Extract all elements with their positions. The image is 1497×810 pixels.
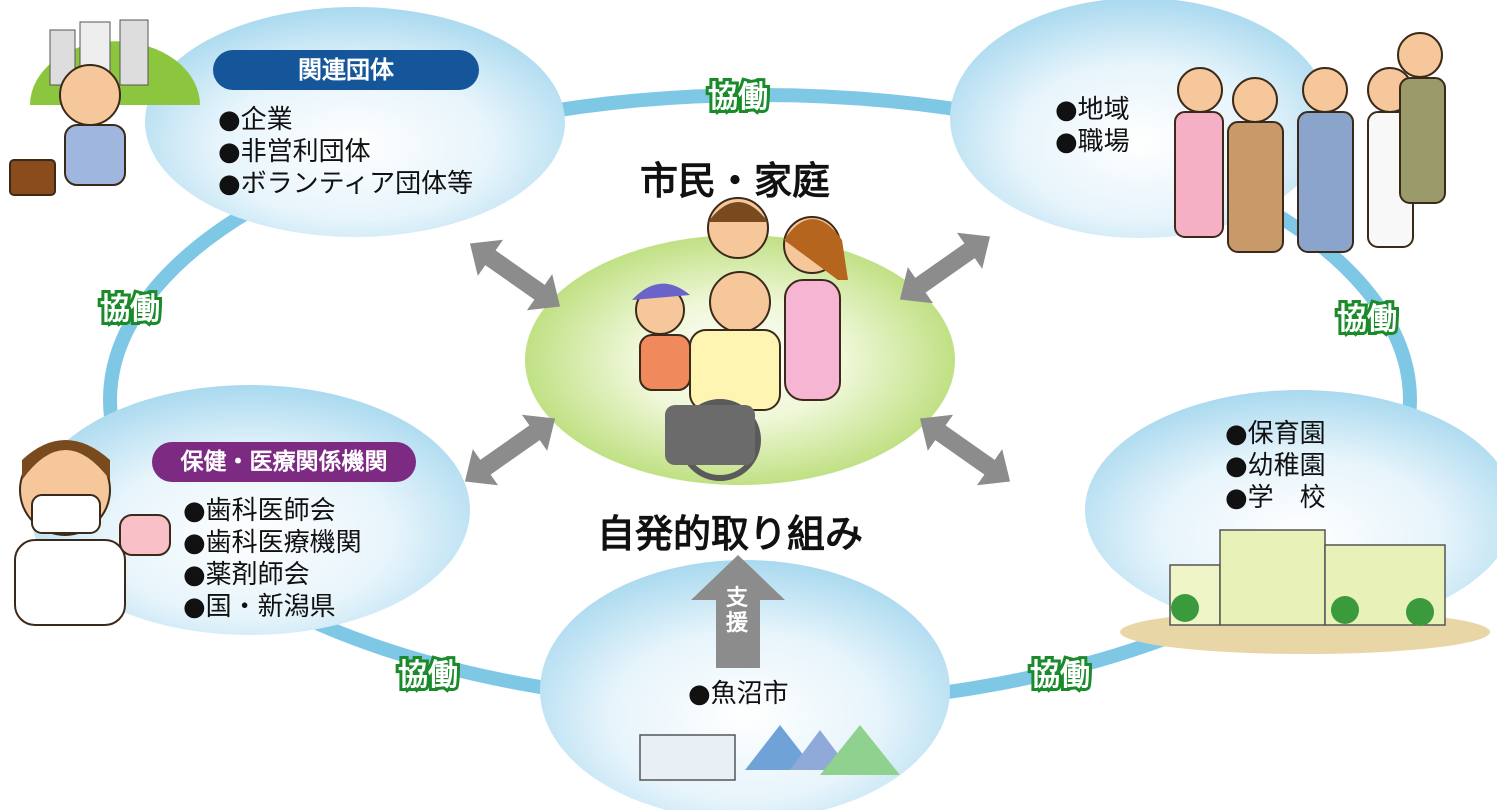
kyodo-label-bottom-left: 協働 xyxy=(395,655,461,696)
kyodo-label-bottom-right: 協働 xyxy=(1027,655,1093,696)
health-medical-label: 保健・医療関係機関 xyxy=(152,442,416,482)
support-arrow xyxy=(691,555,785,668)
list-item: ●歯科医師会 xyxy=(183,496,336,526)
list-item: ●非営利団体 xyxy=(218,137,371,167)
school-illustration xyxy=(1120,529,1490,654)
list-item: ●地域 xyxy=(1055,95,1130,125)
businessman-illustration xyxy=(9,19,200,196)
community-people-illustration xyxy=(1174,32,1446,253)
list-item: ●ボランティア団体等 xyxy=(218,169,474,199)
list-item: ●学 校 xyxy=(1225,483,1326,513)
kyodo-label-top: 協働 xyxy=(705,77,771,118)
center-title: 市民・家庭 xyxy=(640,159,831,203)
community-list: ●地域 ●職場 xyxy=(1055,94,1130,158)
support-label: 支援 xyxy=(725,586,748,636)
health-medical-list: ●歯科医師会 ●歯科医療機関 ●薬剤師会 ●国・新潟県 xyxy=(183,495,362,623)
related-groups-label: 関連団体 xyxy=(213,50,479,90)
list-item: ●幼稚園 xyxy=(1225,451,1326,481)
list-item: ●企業 xyxy=(218,105,293,135)
double-arrows xyxy=(464,232,1011,486)
list-item: ●国・新潟県 xyxy=(183,592,336,622)
list-item: ●魚沼市 xyxy=(688,679,789,709)
list-item: ●保育園 xyxy=(1225,419,1326,449)
list-item: ●職場 xyxy=(1055,127,1130,157)
city-hall-illustration xyxy=(639,725,900,781)
family-illustration xyxy=(632,197,848,481)
related-groups-list: ●企業 ●非営利団体 ●ボランティア団体等 xyxy=(218,104,473,200)
city-list: ●魚沼市 xyxy=(688,678,789,710)
schools-list: ●保育園 ●幼稚園 ●学 校 xyxy=(1225,418,1326,514)
list-item: ●薬剤師会 xyxy=(183,560,310,590)
center-subtitle: 自発的取り組み xyxy=(597,512,864,556)
list-item: ●歯科医療機関 xyxy=(183,528,362,558)
dentist-illustration xyxy=(14,440,171,626)
kyodo-label-right: 協働 xyxy=(1334,299,1400,340)
kyodo-label-left: 協働 xyxy=(97,289,163,330)
